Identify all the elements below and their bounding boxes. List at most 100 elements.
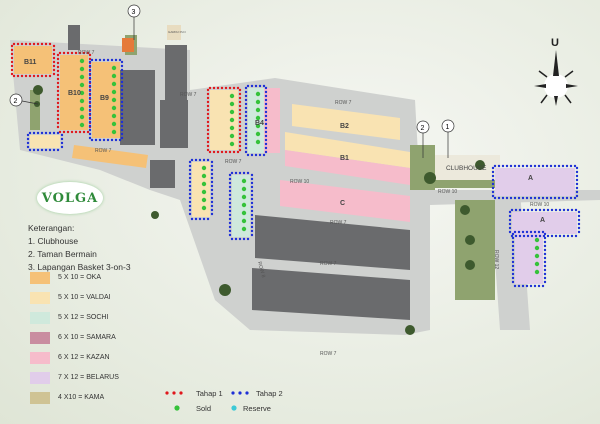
phase-dot bbox=[88, 68, 92, 72]
phase-dot bbox=[250, 177, 254, 181]
phase-dot bbox=[210, 188, 214, 192]
phase-dot bbox=[206, 92, 210, 96]
phase-dot bbox=[10, 52, 14, 56]
phase-dot bbox=[517, 230, 521, 234]
phase-dot bbox=[541, 284, 545, 288]
phase-dot bbox=[88, 108, 92, 112]
phase-dot bbox=[188, 208, 192, 212]
sold-dot bbox=[111, 129, 117, 135]
block-b9-label: B9 bbox=[100, 95, 109, 102]
phase-dot bbox=[32, 74, 36, 78]
phase-dot bbox=[216, 150, 220, 154]
phase-dot bbox=[228, 185, 232, 189]
phase-dot bbox=[26, 145, 30, 149]
phase-dot bbox=[264, 106, 268, 110]
phase-dot bbox=[88, 80, 92, 84]
phase-dot bbox=[244, 150, 248, 154]
compass-icon bbox=[534, 50, 578, 106]
phase-dot bbox=[577, 218, 581, 222]
sold-dot bbox=[534, 245, 540, 251]
block-b2[interactable] bbox=[292, 104, 400, 140]
phase-dot bbox=[56, 148, 60, 152]
phase-dot bbox=[70, 51, 74, 55]
phase-dot bbox=[541, 230, 545, 234]
block-a-bottom[interactable] bbox=[512, 212, 577, 234]
phase-dot bbox=[188, 204, 192, 208]
phase-dot bbox=[508, 218, 512, 222]
marker-2-right[interactable]: 2 bbox=[416, 120, 430, 158]
phase-dot bbox=[244, 130, 248, 134]
phase-dot bbox=[88, 53, 92, 57]
phase-dot bbox=[188, 168, 192, 172]
phase-dot bbox=[210, 192, 214, 196]
sold-dot bbox=[229, 93, 235, 99]
status-dots bbox=[10, 42, 581, 288]
block-b1-kazan[interactable] bbox=[285, 150, 410, 185]
phase-dot bbox=[60, 145, 64, 149]
marker-2-left[interactable]: 2 bbox=[9, 93, 39, 107]
phase-dot bbox=[533, 284, 537, 288]
block-a-label: A bbox=[528, 175, 533, 182]
phase-dot bbox=[36, 74, 40, 78]
phase-dot bbox=[566, 208, 570, 212]
block-a-top[interactable] bbox=[495, 168, 575, 196]
phase-dot bbox=[509, 196, 513, 200]
sold-dot bbox=[79, 66, 85, 72]
phase-dot bbox=[244, 102, 248, 106]
phase-dot bbox=[511, 268, 515, 272]
clubhouse-building[interactable] bbox=[435, 155, 500, 180]
phase-dot bbox=[537, 164, 541, 168]
block-small-sochi[interactable] bbox=[232, 175, 250, 237]
sold-dot bbox=[241, 186, 247, 192]
marker-1[interactable]: 1 bbox=[441, 119, 455, 158]
unit-type-label: 6 X 12 = KAZAN bbox=[58, 354, 110, 361]
phase-dot bbox=[543, 272, 547, 276]
block-b4-kazan[interactable] bbox=[264, 88, 280, 153]
block-strip-oka[interactable] bbox=[72, 145, 148, 168]
phase-dot bbox=[570, 234, 574, 238]
sold-dot bbox=[534, 237, 540, 243]
phase-dot bbox=[206, 158, 210, 162]
phase-dot bbox=[44, 148, 48, 152]
block-b11[interactable] bbox=[14, 46, 52, 74]
sold-dot bbox=[241, 194, 247, 200]
phase-dot bbox=[190, 217, 194, 221]
sold-dot bbox=[229, 141, 235, 147]
phase-dot bbox=[224, 86, 228, 90]
block-small-valdai[interactable] bbox=[192, 162, 210, 217]
phase-dot bbox=[88, 92, 92, 96]
unit-type-swatch bbox=[30, 392, 50, 404]
phase-dot bbox=[88, 76, 92, 80]
phase-dot bbox=[228, 189, 232, 193]
phase-dot bbox=[56, 53, 60, 57]
phase-dot bbox=[206, 144, 210, 148]
phase-dot bbox=[52, 48, 56, 52]
block-b1[interactable] bbox=[285, 132, 410, 168]
phase-dot bbox=[228, 225, 232, 229]
phase-dot bbox=[120, 60, 124, 64]
phase-dot bbox=[234, 171, 238, 175]
block-b4[interactable] bbox=[248, 88, 264, 153]
phase-dot bbox=[94, 58, 98, 62]
phase-dot bbox=[210, 208, 214, 212]
phase-dot bbox=[228, 173, 232, 177]
block-strip-left[interactable] bbox=[30, 135, 60, 148]
phase-dot bbox=[264, 94, 268, 98]
phase-dot bbox=[52, 64, 56, 68]
phase-dot bbox=[188, 160, 192, 164]
sold-dot bbox=[79, 58, 85, 64]
sold-dot bbox=[111, 73, 117, 79]
phase-dot bbox=[210, 180, 214, 184]
phase-dot bbox=[238, 136, 242, 140]
phase-dot bbox=[206, 100, 210, 104]
block-c[interactable] bbox=[280, 180, 410, 222]
block-b2-label: B2 bbox=[340, 123, 349, 130]
phase-dot bbox=[98, 58, 102, 62]
phase-dot bbox=[543, 240, 547, 244]
block-a-column[interactable] bbox=[515, 234, 543, 284]
unit-type-label: 4 X10 = KAMA bbox=[58, 394, 105, 401]
phase-dot bbox=[264, 146, 268, 150]
marker-3[interactable]: 3 bbox=[127, 4, 141, 40]
phase-dot bbox=[543, 244, 547, 248]
phase-dot bbox=[518, 208, 522, 212]
